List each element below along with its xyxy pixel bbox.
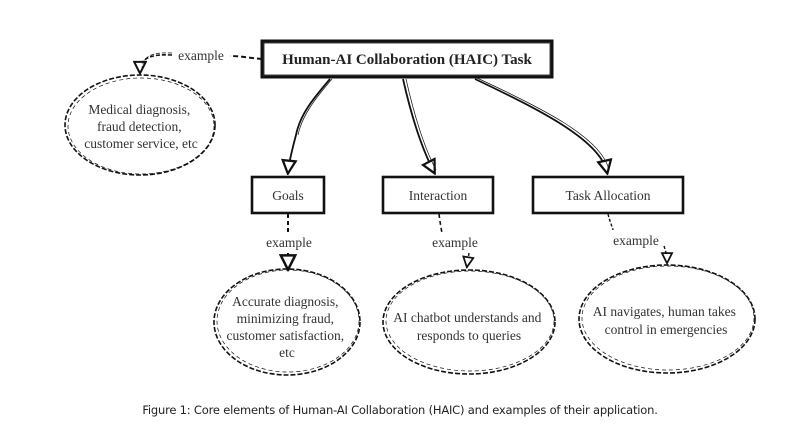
root-example-ellipse: Medical diagnosis, fraud detection, cust… bbox=[64, 74, 216, 176]
goals-example-label: example bbox=[266, 235, 312, 250]
element-node-task-allocation: Task Allocation bbox=[531, 175, 685, 215]
haic-diagram: Human-AI Collaboration (HAIC) Task examp… bbox=[64, 39, 756, 376]
task-allocation-connector-bottom bbox=[664, 245, 667, 262]
element-node-label: Task Allocation bbox=[566, 188, 651, 203]
task-allocation-example-ellipse: AI navigates, human takes control in eme… bbox=[578, 264, 756, 374]
root-example-line: Medical diagnosis, bbox=[88, 102, 190, 117]
goals-example-ellipse: Accurate diagnosis, minimizing fraud, cu… bbox=[213, 268, 361, 376]
task-allocation-example-label: example bbox=[613, 233, 659, 248]
goals-example-line: minimizing fraud, bbox=[237, 311, 334, 326]
interaction-example-label: example bbox=[432, 235, 478, 250]
interaction-example-line: responds to queries bbox=[417, 328, 521, 343]
goals-example-line: customer satisfaction, bbox=[226, 328, 344, 343]
goals-example-line: etc bbox=[279, 345, 295, 360]
element-node-interaction: Interaction bbox=[381, 175, 495, 215]
root-example-text: Medical diagnosis, fraud detection, cust… bbox=[84, 102, 198, 151]
element-node-label: Goals bbox=[272, 188, 304, 203]
interaction-example-text: AI chatbot understands and responds to q… bbox=[393, 310, 544, 343]
task-allocation-example-line: control in emergencies bbox=[605, 322, 728, 337]
interaction-example-ellipse: AI chatbot understands and responds to q… bbox=[382, 269, 556, 375]
root-example-line: fraud detection, bbox=[97, 119, 182, 134]
task-allocation-connector-top bbox=[607, 213, 614, 231]
element-node-label: Interaction bbox=[409, 188, 468, 203]
root-example-label: example bbox=[178, 48, 224, 63]
root-example-line: customer service, etc bbox=[84, 136, 198, 151]
root-node-label: Human-AI Collaboration (HAIC) Task bbox=[282, 52, 532, 68]
figure-caption: Figure 1: Core elements of Human-AI Coll… bbox=[142, 403, 658, 417]
root-node: Human-AI Collaboration (HAIC) Task bbox=[260, 39, 554, 79]
element-node-goals: Goals bbox=[250, 175, 326, 215]
goals-example-text: Accurate diagnosis, minimizing fraud, cu… bbox=[226, 294, 347, 360]
goals-example-line: Accurate diagnosis, bbox=[232, 294, 338, 309]
interaction-example-line: AI chatbot understands and bbox=[393, 310, 541, 325]
task-allocation-example-text: AI navigates, human takes control in eme… bbox=[593, 304, 740, 337]
interaction-connector-bottom bbox=[467, 252, 469, 266]
root-to-elements-arrows bbox=[288, 77, 609, 172]
root-example-connector: example bbox=[140, 48, 263, 72]
task-allocation-example-line: AI navigates, human takes bbox=[593, 304, 736, 319]
interaction-connector-top bbox=[438, 213, 443, 234]
